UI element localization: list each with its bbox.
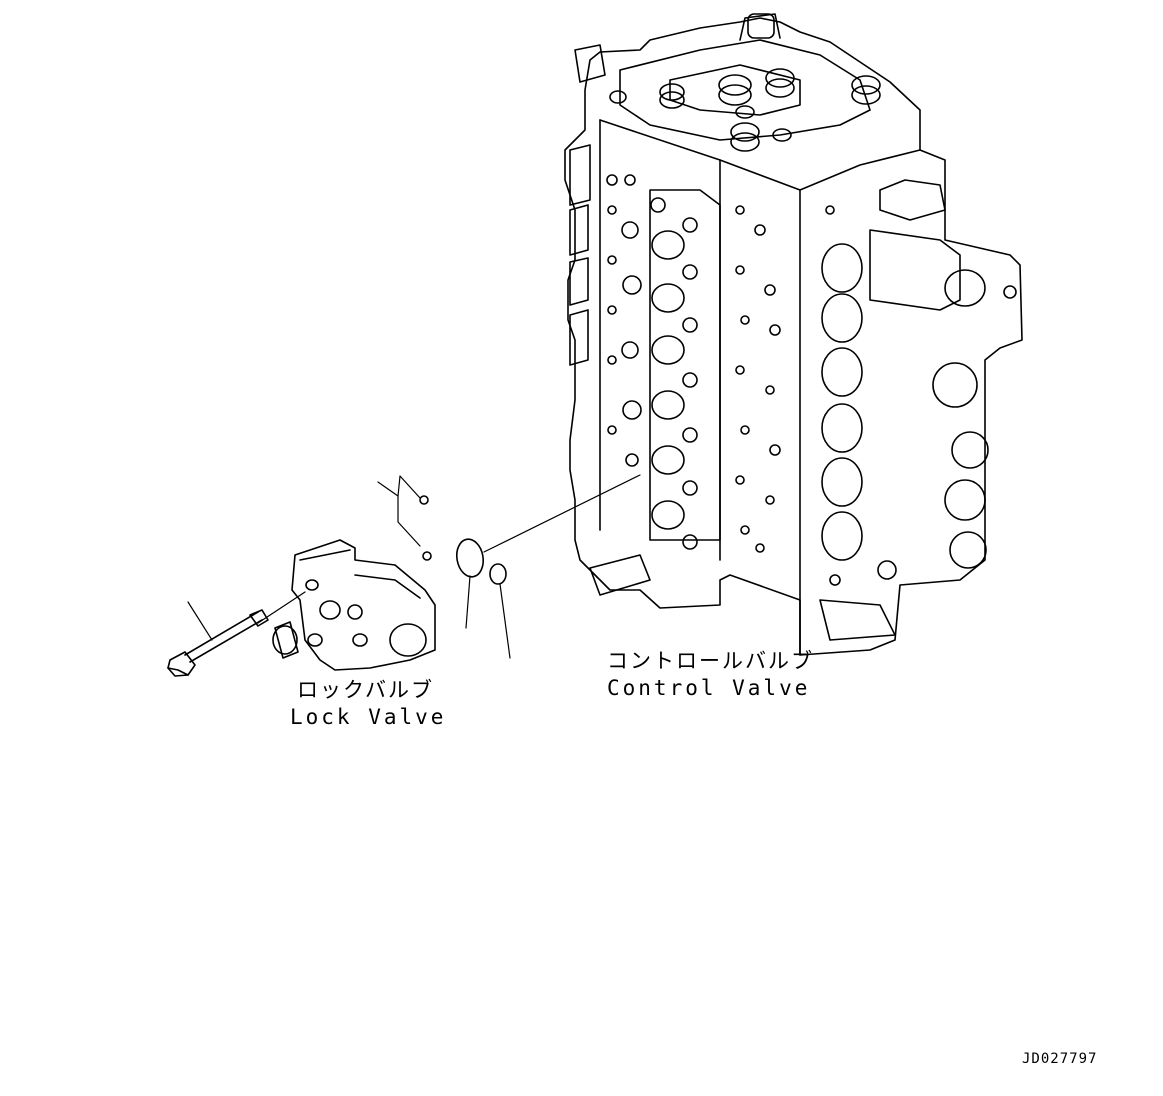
o-ring-drawing	[419, 495, 507, 585]
top-bolt-group	[609, 68, 881, 152]
lock-valve-drawing	[272, 539, 436, 671]
bolt-drawing	[167, 609, 269, 677]
control-valve-label-jp: コントロールバルブ	[607, 649, 814, 673]
spool-caps	[649, 189, 721, 550]
bottom-plugs	[589, 554, 896, 641]
face-holes	[606, 174, 897, 586]
left-side-plugs	[569, 44, 606, 366]
lock-valve-label-jp: ロックバルブ	[297, 678, 434, 702]
drawing-code: JD027797	[1022, 1051, 1097, 1067]
right-face-spools	[821, 179, 1017, 569]
control-valve-label-en: Control Valve	[607, 676, 810, 700]
control-valve-drawing	[564, 13, 1023, 656]
leader-lines	[187, 474, 641, 659]
lock-valve-label-en: Lock Valve	[290, 705, 446, 729]
